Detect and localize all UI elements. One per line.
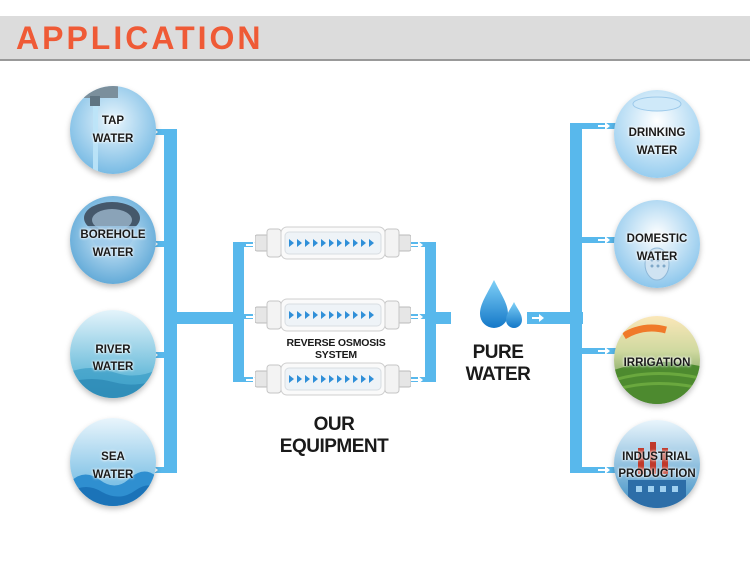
use-drinking-water: DRINKING WATER [614,90,700,178]
flow-arrow-icon [411,241,423,249]
header-divider [0,59,750,61]
pure-water-label: PURE WATER [465,342,531,385]
source-tap-water: TAP WATER [70,86,156,174]
river-icon [70,310,156,398]
use-label: WATER [636,145,678,157]
borehole-icon [70,196,156,284]
source-label: TAP [101,115,125,127]
flow-arrow-icon [532,314,544,322]
industrial-icon [614,420,700,508]
membrane-vessel-3 [255,362,411,396]
system-label: REVERSE OSMOSIS SYSTEM [286,337,386,361]
use-pipe-irrigation [570,348,620,354]
header-bar [0,16,750,60]
use-pipe-domestic [570,237,620,243]
flow-arrow-icon [598,347,610,355]
domestic-water-icon [614,200,700,288]
use-industrial-production: INDUSTRIAL PRODUCTION [614,420,700,508]
drinking-water-icon [614,90,700,178]
equipment-caption: OUR EQUIPMENT [279,414,389,457]
membrane-vessel-1 [255,226,411,260]
source-sea-water: SEA WATER [70,418,156,506]
source-label: BOREHOLE [80,229,146,241]
source-river-water: RIVER WATER [70,310,156,398]
source-label: RIVER [95,344,131,356]
irrigation-icon [614,316,700,404]
source-label: SEA [101,451,125,463]
flow-arrow-icon [598,466,610,474]
sea-icon [70,418,156,506]
source-label: WATER [92,361,134,373]
use-label: DRINKING [628,127,686,139]
flow-arrow-icon [598,122,610,130]
use-domestic-water: DOMESTIC WATER [614,200,700,288]
feed-manifold-pipe [233,242,244,382]
membrane-vessel-2 [255,298,411,332]
source-label: WATER [92,247,134,259]
feed-main-pipe [164,312,244,324]
source-trunk-pipe [164,129,177,473]
flow-arrow-icon [411,313,423,321]
water-drop-icon [480,280,522,328]
tap-icon [70,86,156,174]
use-label: IRRIGATION [623,357,691,369]
use-label: DOMESTIC [626,233,688,245]
use-label: WATER [636,251,678,263]
permeate-out-pipe [425,312,451,324]
use-feed-pipe [527,312,583,324]
use-trunk-pipe [570,123,582,473]
use-label: PRODUCTION [618,468,696,480]
flow-arrow-icon [411,376,423,384]
use-label: INDUSTRIAL [622,451,692,463]
flow-arrow-icon [598,236,610,244]
page-title: APPLICATION [16,20,264,56]
source-label: WATER [92,133,134,145]
use-irrigation: IRRIGATION [614,316,700,404]
source-label: WATER [92,469,134,481]
use-pipe-drinking [570,123,620,129]
source-borehole-water: BOREHOLE WATER [70,196,156,284]
use-pipe-industrial [570,467,620,473]
